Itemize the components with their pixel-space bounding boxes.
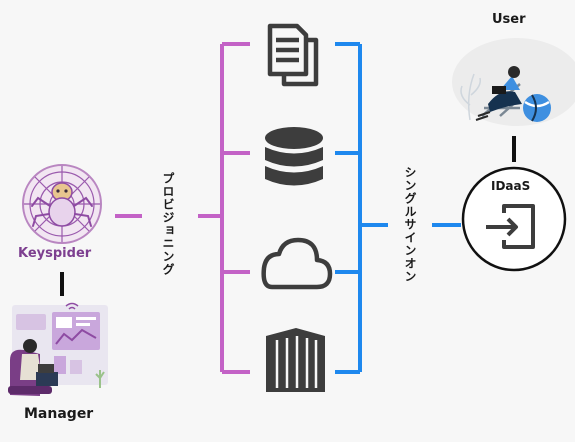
building-icon (266, 328, 325, 392)
sign-in-icon (486, 204, 535, 249)
manager-label: Manager (24, 406, 94, 422)
provisioning-connector (115, 42, 250, 374)
cloud-icon (261, 237, 333, 290)
idaas-node (461, 166, 567, 272)
database-icon (265, 127, 323, 186)
sso-connector (335, 42, 461, 374)
manager-illustration (8, 302, 108, 396)
sso-label: シングルサインオン (403, 166, 417, 283)
spider-web-logo (22, 164, 102, 244)
user-label: User (492, 12, 526, 27)
documents-icon (267, 23, 319, 87)
keyspider-label: Keyspider (18, 246, 92, 261)
user-illustration (452, 38, 575, 126)
black-links (60, 136, 516, 296)
provisioning-label: プロビジョニング (161, 172, 175, 276)
idaas-label: IDaaS (491, 179, 531, 193)
